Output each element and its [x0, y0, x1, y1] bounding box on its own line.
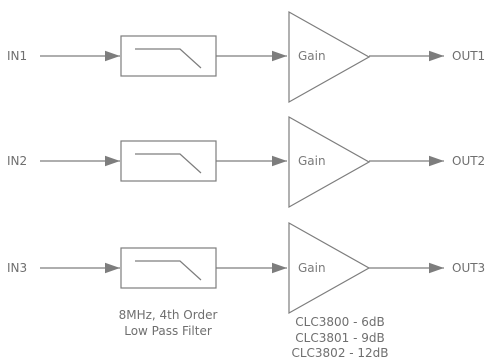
- output-label-out2: OUT2: [452, 154, 486, 168]
- gain-note-line-1: CLC3800 - 6dB: [295, 315, 385, 329]
- input-label-in2: IN2: [7, 154, 28, 168]
- channel-2: [40, 115, 444, 209]
- gain-note-line-2: CLC3801 - 9dB: [295, 331, 385, 345]
- gain-label-2: Gain: [298, 154, 326, 168]
- low-pass-filter-symbol-icon: [135, 153, 202, 174]
- low-pass-filter-block: [120, 140, 217, 182]
- channel-3: [40, 221, 444, 315]
- gain-label-1: Gain: [298, 49, 326, 63]
- output-label-out1: OUT1: [452, 49, 486, 63]
- gain-note-line-3: CLC3802 - 12dB: [291, 346, 389, 360]
- gain-label-3: Gain: [298, 261, 326, 275]
- gain-amplifier-triangle: [288, 10, 371, 104]
- gain-amplifier-triangle: [288, 221, 371, 315]
- low-pass-filter-symbol-icon: [135, 48, 202, 69]
- input-label-in1: IN1: [7, 49, 28, 63]
- low-pass-filter-symbol-icon: [135, 260, 202, 281]
- channel-1: [40, 10, 444, 104]
- filter-note-line-1: 8MHz, 4th Order: [118, 308, 218, 322]
- low-pass-filter-block: [120, 247, 217, 289]
- low-pass-filter-block: [120, 35, 217, 77]
- gain-amplifier-triangle: [288, 115, 371, 209]
- filter-note-line-2: Low Pass Filter: [124, 324, 212, 338]
- input-label-in3: IN3: [7, 261, 28, 275]
- output-label-out3: OUT3: [452, 261, 486, 275]
